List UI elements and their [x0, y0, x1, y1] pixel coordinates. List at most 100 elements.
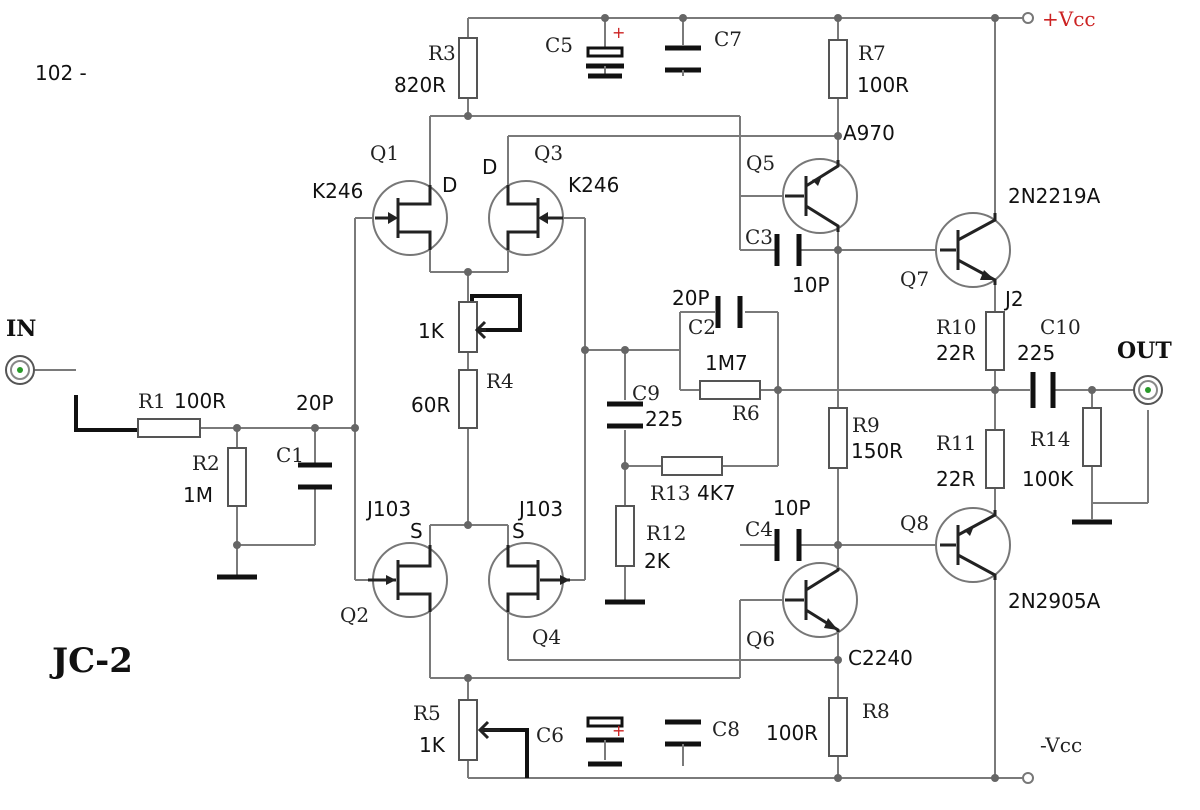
capacitor-c10: C10 225 — [1017, 315, 1081, 408]
q6-part: C2240 — [848, 646, 913, 670]
q3-part: K246 — [568, 173, 619, 197]
q4-pin: S — [512, 519, 525, 543]
resistor-r5: R5 1K — [413, 699, 500, 761]
resistor-r3: R3 820R — [394, 37, 478, 99]
capacitor-c7: C7 — [665, 27, 742, 76]
page-id-label: 102 - — [35, 61, 87, 85]
resistor-r11: R11 22R — [936, 429, 1005, 491]
q5-ref: Q5 — [746, 151, 775, 175]
in-label: IN — [6, 316, 36, 342]
r6-value: 1M7 — [705, 351, 748, 375]
capacitor-c3: C3 10P — [745, 225, 830, 297]
c2-value: 20P — [672, 286, 710, 310]
c4-ref: C4 — [745, 517, 773, 541]
capacitor-c1: C1 20P — [276, 391, 334, 490]
r9-value: 150R — [851, 439, 903, 463]
r1-ref: R1 — [138, 389, 166, 413]
r13-ref: R13 — [650, 481, 691, 505]
q2-pin: S — [410, 519, 423, 543]
r4-ref: R4 — [486, 369, 514, 393]
resistor-r13: R13 4K7 — [650, 456, 736, 505]
r7-value: 100R — [857, 73, 909, 97]
svg-text:+: + — [612, 23, 625, 42]
q3-ref: Q3 — [534, 141, 563, 165]
r2-ref: R2 — [192, 451, 220, 475]
resistor-r4: R4 60R — [411, 369, 514, 429]
resistor-r7: R7 100R — [828, 39, 909, 99]
c1-value: 20P — [296, 391, 334, 415]
resistor-r9: R9 150R — [828, 407, 903, 469]
resistor-r12: R12 2K — [615, 505, 687, 573]
c5-ref: C5 — [545, 33, 573, 57]
trimmer-1k-value: 1K — [418, 319, 445, 343]
positive-rail: +Vcc — [468, 7, 1096, 31]
r8-ref: R8 — [862, 699, 890, 723]
c2-ref: C2 — [688, 315, 716, 339]
q1-pin: D — [442, 173, 457, 197]
capacitor-c5: + C5 — [545, 23, 625, 79]
c9-ref: C9 — [632, 381, 660, 405]
r12-ref: R12 — [646, 521, 687, 545]
q7-ref: Q7 — [900, 267, 929, 291]
r1-value: 100R — [174, 389, 226, 413]
capacitor-c8: C8 — [665, 717, 740, 766]
input-jack: IN — [5, 316, 36, 385]
resistor-r10: R10 22R — [936, 311, 1005, 371]
vcc-neg-label: -Vcc — [1040, 733, 1082, 757]
capacitor-c2: C2 20P — [672, 286, 743, 339]
r11-value: 22R — [936, 467, 975, 491]
r10-ref: R10 — [936, 315, 977, 339]
q2-part: J103 — [365, 497, 411, 521]
q1-ref: Q1 — [370, 141, 399, 165]
capacitor-c9: C9 225 — [607, 381, 683, 431]
c10-ref: C10 — [1040, 315, 1081, 339]
c3-value: 10P — [792, 273, 830, 297]
trimmer-1k: 1K — [418, 301, 487, 353]
q4-ref: Q4 — [532, 625, 561, 649]
c9-value: 225 — [645, 407, 683, 431]
r11-ref: R11 — [936, 431, 977, 455]
resistor-r8: R8 100R — [766, 697, 890, 757]
bjt-q8: Q8 2N2905A — [900, 507, 1101, 613]
bjt-q5: Q5 A970 — [746, 121, 895, 234]
r3-value: 820R — [394, 73, 446, 97]
r12-value: 2K — [644, 549, 671, 573]
vcc-pos-label: +Vcc — [1042, 7, 1096, 31]
ground-symbols — [217, 503, 1112, 605]
q2-ref: Q2 — [340, 603, 369, 627]
r4-value: 60R — [411, 393, 450, 417]
q6-ref: Q6 — [746, 627, 775, 651]
q5-part: A970 — [843, 121, 895, 145]
jfet-q3: Q3 K246 D — [482, 141, 619, 256]
q3-pin: D — [482, 155, 497, 179]
r13-value: 4K7 — [697, 481, 736, 505]
q8-part: 2N2905A — [1008, 589, 1101, 613]
r14-value: 100K — [1022, 467, 1074, 491]
resistor-r6: 1M7 R6 — [699, 351, 761, 425]
resistor-r1: R1 100R — [137, 389, 226, 438]
c8-ref: C8 — [712, 717, 740, 741]
q4-part: J103 — [517, 497, 563, 521]
svg-text:+: + — [612, 721, 625, 740]
j2-ref: J2 — [1003, 287, 1024, 311]
resistor-r2: R2 1M — [183, 447, 247, 507]
output-jack: OUT — [1117, 338, 1172, 405]
wires — [30, 18, 1149, 778]
negative-rail: -Vcc — [468, 733, 1082, 784]
r7-ref: R7 — [858, 41, 886, 65]
r3-ref: R3 — [428, 41, 456, 65]
capacitor-c6: + C6 — [536, 716, 625, 767]
c3-ref: C3 — [745, 225, 773, 249]
c1-ref: C1 — [276, 443, 304, 467]
r5-value: 1K — [419, 733, 446, 757]
r8-value: 100R — [766, 721, 818, 745]
c7-ref: C7 — [714, 27, 742, 51]
c6-ref: C6 — [536, 723, 564, 747]
resistor-r14: R14 100K — [1022, 407, 1102, 491]
bjt-q7: Q7 2N2219A J2 — [900, 184, 1101, 311]
c10-value: 225 — [1017, 341, 1055, 365]
circuit-title: JC-2 — [49, 641, 133, 681]
jfet-q1: Q1 K246 D — [312, 141, 457, 256]
r5-ref: R5 — [413, 701, 441, 725]
